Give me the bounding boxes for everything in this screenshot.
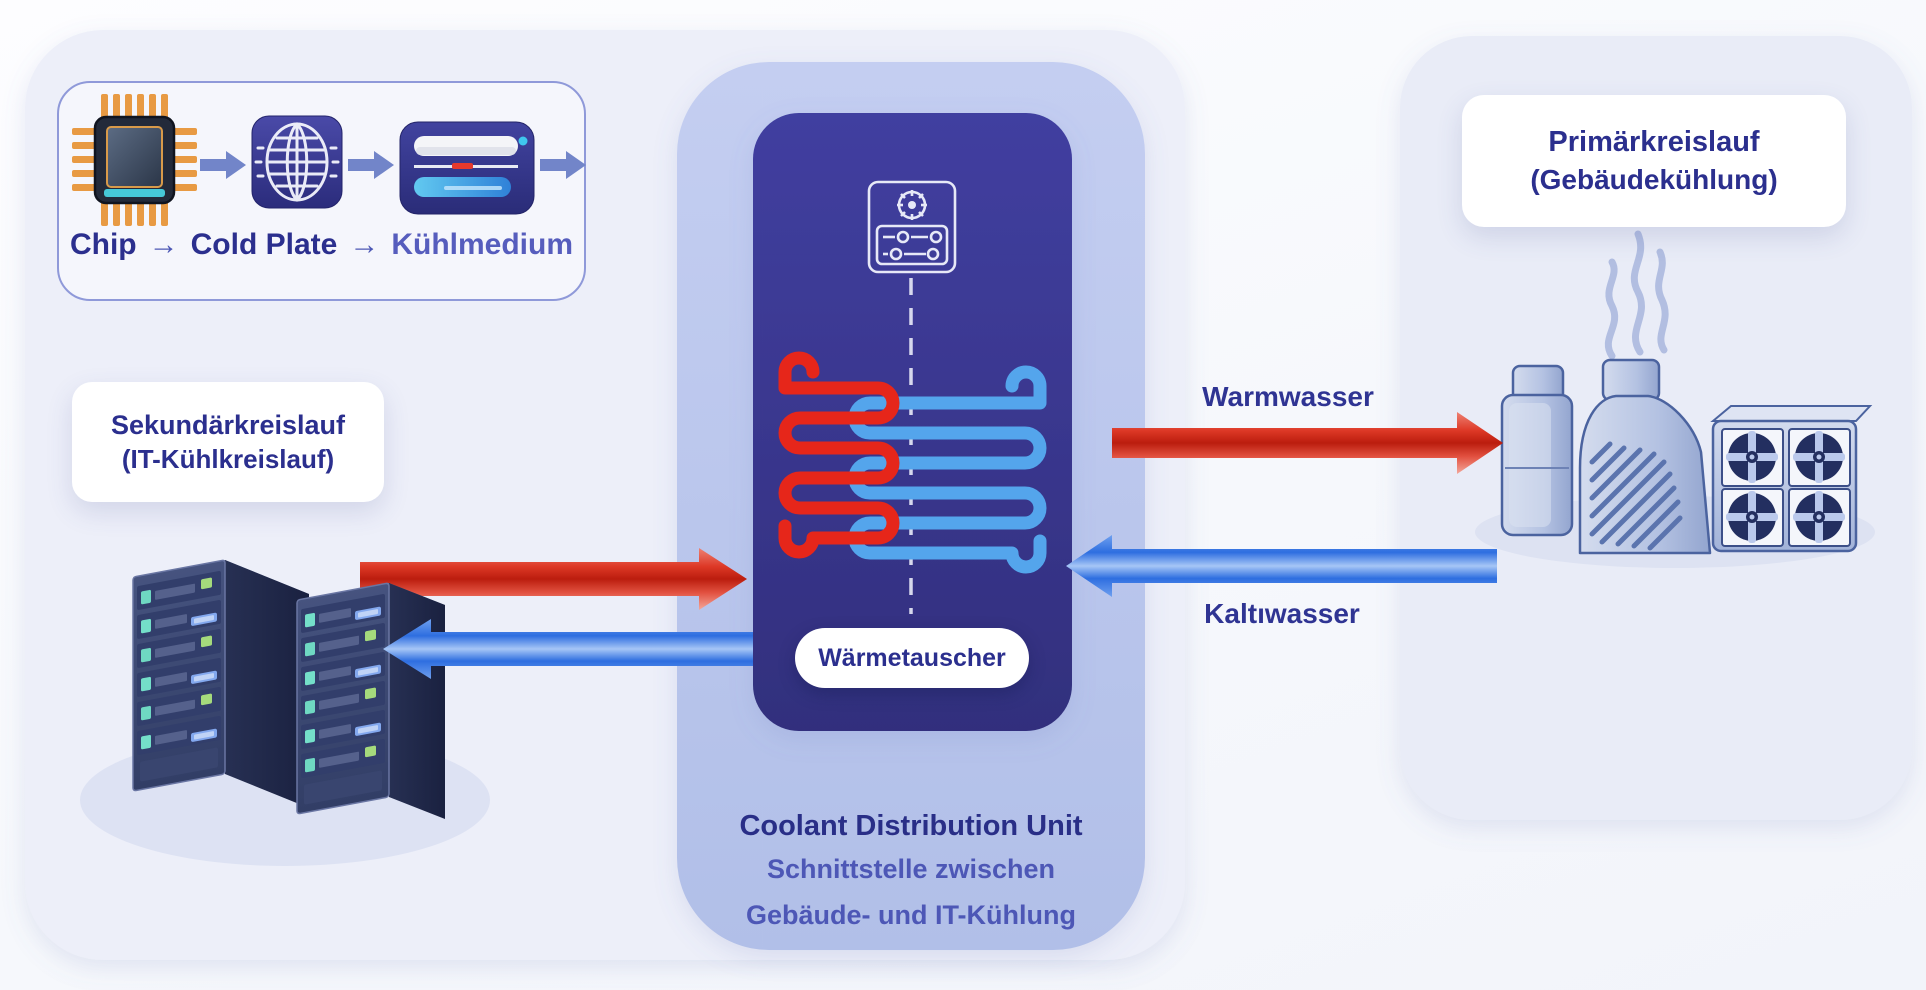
primary-loop-label-box: Primärkreislauf (Gebäudekühlung) — [1462, 95, 1846, 227]
arrow-glyph: → — [349, 228, 380, 261]
cdu-inner-panel — [753, 113, 1072, 731]
hot-water-arrow-it-loop — [360, 548, 747, 610]
secondary-loop-label-box: Sekundärkreislauf (IT-Kühlkreislauf) — [72, 382, 384, 502]
cold-plate-label: Cold Plate — [190, 228, 338, 261]
cold-water-arrow-primary — [1066, 535, 1497, 597]
heat-exchanger-label: Wärmetauscher — [818, 643, 1006, 672]
coolant-medium-label: Kühlmedium — [391, 228, 574, 261]
cold-water-arrow-it-loop — [383, 619, 753, 679]
cdu-title: Coolant Distribution Unit — [739, 810, 1083, 842]
chip-label: Chip — [69, 228, 137, 261]
chip-icon — [72, 94, 197, 226]
building-cooling-illustration — [1475, 230, 1875, 568]
warm-water-arrow-primary — [1112, 412, 1503, 474]
cold-plate-icon — [251, 115, 343, 209]
coolant-medium-icon — [399, 121, 535, 215]
secondary-loop-subtitle: (IT-Kühlkreislauf) — [121, 444, 335, 474]
chip-flow-box — [57, 81, 586, 301]
cold-water-label: Kaltıwasser — [1204, 598, 1360, 629]
heat-waves-icon — [1604, 230, 1669, 360]
chip-flow-caption: Chip → Cold Plate → Kühlmedium — [58, 228, 585, 262]
cdu-subtitle-line2: Gebäude- und IT-Kühlung — [746, 900, 1076, 930]
cdu-controller-icon — [867, 180, 957, 274]
heat-exchanger-label-box: Wärmetauscher — [795, 628, 1029, 688]
cdu-caption: Coolant Distribution Unit Schnittstelle … — [679, 806, 1143, 938]
primary-loop-subtitle: (Gebäudekühlung) — [1530, 164, 1778, 195]
fan-unit-icon — [1710, 405, 1873, 553]
warm-water-label: Warmwasser — [1202, 381, 1374, 412]
primary-loop-title: Primärkreislauf — [1548, 126, 1760, 158]
server-racks-illustration — [80, 559, 490, 866]
arrow-glyph: → — [148, 228, 179, 261]
chiller-unit-icon — [1500, 358, 1712, 555]
hot-coil-icon — [778, 351, 900, 559]
secondary-loop-title: Sekundärkreislauf — [110, 410, 346, 440]
heat-exchanger-icon — [778, 351, 1047, 574]
cdu-subtitle-line1: Schnittstelle zwischen — [766, 854, 1056, 884]
